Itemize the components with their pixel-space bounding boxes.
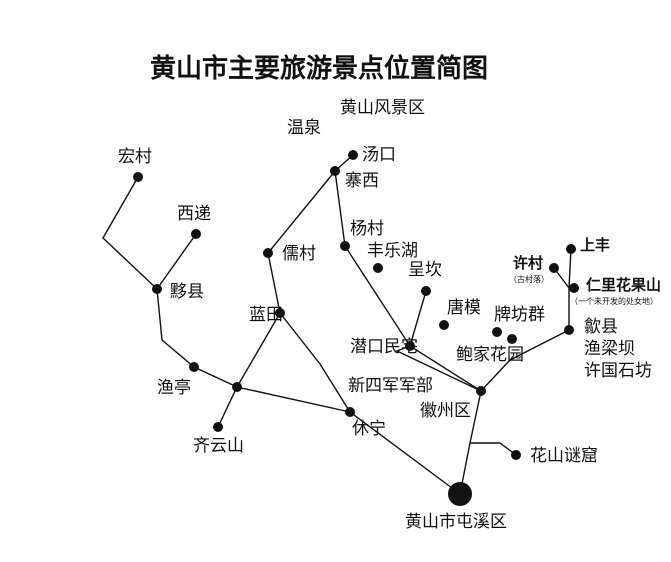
label-wenquan: 温泉: [287, 118, 321, 138]
dot-baojia: [507, 334, 517, 344]
dot-tangkou: [348, 150, 358, 160]
dot-qiyunshan: [213, 422, 223, 432]
route-zhaixi-huizhou: [334, 170, 482, 392]
route-lantian-qiyun: [217, 312, 281, 428]
label-paifang-group: 牌坊群: [494, 305, 545, 325]
label-renli: 仁里花果山: [586, 276, 661, 294]
label-hongcun: 宏村: [118, 147, 152, 167]
label-huashan-grotto: 花山谜窟: [530, 446, 598, 466]
dot-chengkan: [421, 286, 431, 296]
dot-tangmo: [439, 320, 449, 330]
route-shexian-north: [553, 267, 570, 330]
label-yucun: 儒村: [282, 244, 316, 264]
label-xiuning: 休宁: [352, 419, 386, 439]
map-title: 黄山市主要旅游景点位置简图: [150, 53, 488, 84]
label-shexian: 歙县: [584, 316, 618, 337]
label-yuting: 渔亭: [157, 378, 191, 398]
label-tunxi: 黄山市屯溪区: [405, 512, 507, 532]
dot-lantian: [275, 308, 285, 318]
label-renli-note: （一个未开发的处女地）: [570, 296, 658, 306]
route-chengkan-branch: [409, 290, 427, 347]
label-yangcun: 杨村: [350, 219, 384, 239]
dot-yuting: [189, 362, 199, 372]
dot-huizhou: [476, 386, 486, 396]
label-tangmo: 唐模: [447, 297, 481, 318]
route-huashan-branch: [470, 442, 517, 456]
dot-paifang: [492, 327, 502, 337]
label-baojia-garden: 鲍家花园: [456, 345, 524, 365]
dot-huashan: [511, 450, 521, 460]
dot-yixian: [152, 284, 162, 294]
label-qiyunshan: 齐云山: [193, 436, 244, 456]
label-shangfeng: 上丰: [580, 236, 610, 254]
label-xidi: 西递: [177, 204, 211, 224]
route-hongcun-tunxi: [102, 176, 197, 291]
label-new4th-army: 新四军军部: [348, 376, 433, 396]
label-huangshan-scenic: 黄山风景区: [340, 98, 425, 118]
label-yixian: 黟县: [170, 282, 204, 302]
label-xuncun: 许村: [513, 254, 543, 272]
location-dots: [133, 150, 579, 506]
dot-renli: [569, 283, 579, 293]
route-shexian-shangfeng: [568, 248, 572, 289]
label-qiankou: 潜口民宅: [350, 337, 418, 357]
place-labels: 黄山风景区 温泉 汤口 寨西 宏村 西递 黟县 儒村 杨村 丰乐湖 呈坎 唐模 …: [118, 98, 661, 532]
dot-qiankou: [405, 341, 415, 351]
route-tangkou-tunxi: [267, 154, 461, 495]
label-huizhou: 徽州区: [420, 401, 471, 421]
dot-tunxi: [448, 482, 472, 506]
route-huizhou-shexian: [480, 329, 570, 392]
label-chengkan: 呈坎: [408, 260, 442, 280]
dot-shangfeng: [566, 244, 576, 254]
dot-yangcun: [340, 241, 350, 251]
label-zhaixi: 寨西: [345, 171, 379, 191]
dot-zhaixi: [330, 166, 340, 176]
dot-fengle-lake: [373, 263, 383, 273]
label-tangkou: 汤口: [362, 145, 396, 165]
label-xuguo-archway: 许国石坊: [584, 361, 652, 381]
label-lantian: 蓝田: [249, 305, 283, 325]
dot-xidi: [191, 229, 201, 239]
label-xuncun-note: （古村落）: [509, 274, 549, 284]
dot-xiuning: [345, 407, 355, 417]
dot-junction-yuting: [232, 382, 242, 392]
dot-hongcun: [133, 172, 143, 182]
label-fengle-lake: 丰乐湖: [367, 241, 418, 261]
dot-xuncun: [549, 263, 559, 273]
label-yuliangba: 渔梁坝: [584, 339, 635, 359]
dot-yucun: [263, 248, 273, 258]
dot-shexian: [564, 325, 574, 335]
